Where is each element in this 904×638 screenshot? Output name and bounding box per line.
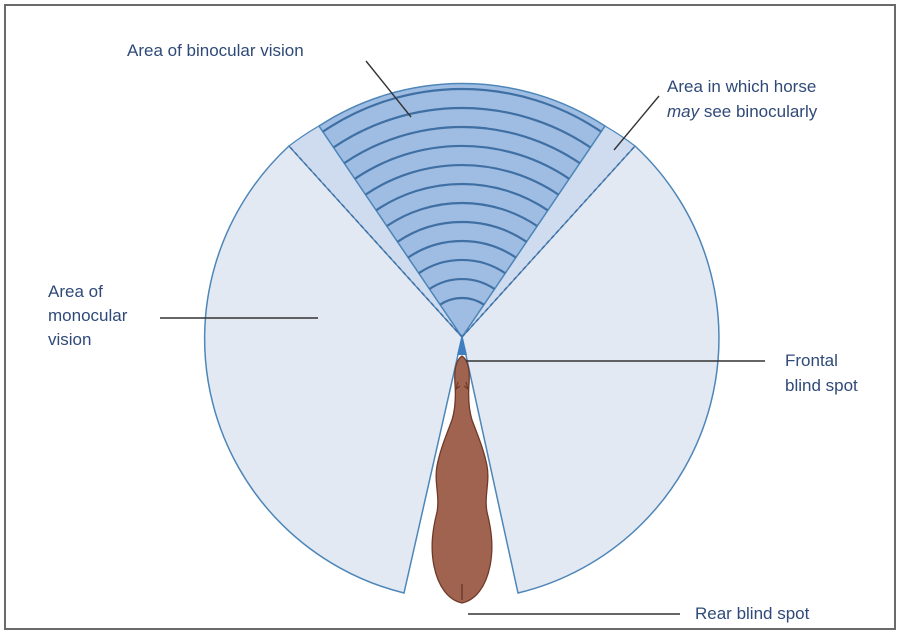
label-frontal-line1: Frontal [785, 351, 838, 370]
label-may-rest: see binocularly [699, 102, 818, 121]
leader-may-binocular [614, 96, 659, 150]
label-monocular-line3: vision [48, 330, 91, 349]
label-may-binocular-line2: may see binocularly [667, 102, 818, 121]
label-monocular-line1: Area of [48, 282, 103, 301]
label-binocular-vision: Area of binocular vision [127, 41, 304, 60]
label-monocular-line2: monocular [48, 306, 128, 325]
label-frontal-line2: blind spot [785, 376, 858, 395]
label-may-binocular-line1: Area in which horse [667, 77, 816, 96]
label-may-italic: may [667, 102, 701, 121]
label-rear-blind-spot: Rear blind spot [695, 604, 810, 623]
